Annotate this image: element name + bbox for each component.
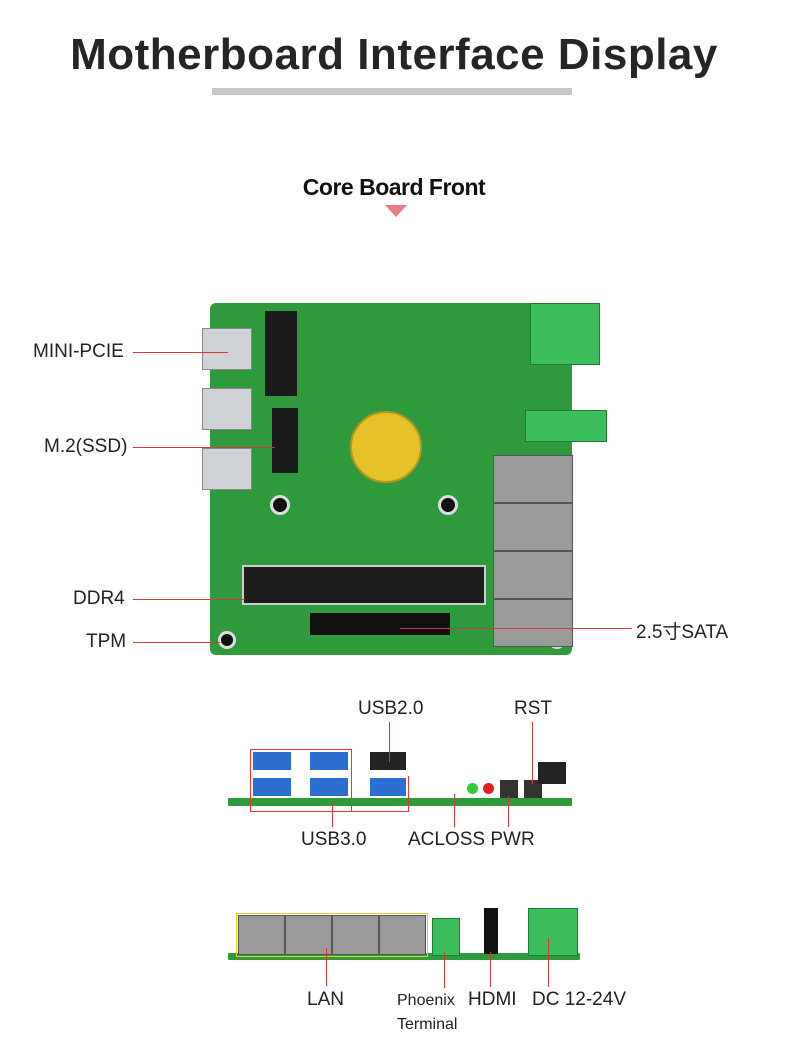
usb2-port	[370, 752, 406, 770]
motherboard-front-image	[202, 303, 573, 655]
down-arrow-icon	[385, 205, 407, 217]
io-side-view-1	[228, 798, 572, 806]
usb3-port	[253, 778, 291, 796]
usb3-port	[253, 752, 291, 770]
leader-line	[389, 722, 390, 762]
usb3-port	[370, 778, 406, 796]
sata-connector	[310, 613, 450, 635]
cmos-battery	[350, 411, 422, 483]
label-rst: RST	[514, 698, 552, 719]
leader-line	[508, 796, 509, 827]
mount-hole	[218, 631, 236, 649]
hdmi-port	[484, 908, 498, 954]
leader-line	[133, 447, 275, 448]
leader-line	[548, 938, 549, 987]
section-subtitle: Core Board Front	[302, 174, 486, 200]
rst-button	[524, 780, 542, 798]
label-tpm: TPM	[86, 631, 127, 652]
label-ddr4: DDR4	[73, 588, 125, 609]
leader-line	[490, 952, 491, 987]
m2-slot	[272, 408, 298, 473]
label-m2: M.2(SSD)	[44, 436, 128, 457]
leader-line	[332, 803, 333, 827]
lan-port	[493, 455, 573, 503]
leader-line	[400, 628, 632, 629]
usb3-port	[310, 778, 348, 796]
leader-line	[326, 948, 327, 986]
usb-port	[202, 448, 252, 490]
ddr4-slot	[242, 565, 486, 605]
mount-hole	[438, 495, 458, 515]
lan-port	[379, 915, 426, 955]
lan-port	[493, 551, 573, 599]
label-acloss-pwr: ACLOSS PWR	[408, 829, 535, 850]
red-led	[483, 783, 494, 794]
label-dc: DC 12-24V	[532, 989, 626, 1010]
lan-port	[285, 915, 332, 955]
lan-port	[493, 503, 573, 551]
leader-line	[444, 952, 445, 988]
label-usb2: USB2.0	[358, 698, 424, 719]
usb-port	[202, 388, 252, 430]
leader-line	[133, 642, 220, 643]
lan-highlight	[236, 913, 428, 957]
leader-line	[133, 599, 245, 600]
title-underline	[212, 88, 572, 95]
leader-line	[133, 352, 228, 353]
leader-line	[532, 722, 533, 784]
label-lan: LAN	[307, 989, 344, 1010]
label-mini-pcie: MINI-PCIE	[33, 341, 124, 362]
lan-port	[493, 599, 573, 647]
usb3-highlight	[250, 749, 352, 812]
label-phoenix-line1: Phoenix	[397, 992, 455, 1009]
pwr-button	[500, 780, 518, 798]
dc-terminal	[530, 303, 600, 365]
usb-port	[202, 328, 252, 370]
label-sata: 2.5寸SATA	[636, 622, 729, 643]
connector	[538, 762, 566, 784]
lan-port	[238, 915, 285, 955]
label-phoenix-line2: Terminal	[397, 1016, 458, 1033]
green-led	[467, 783, 478, 794]
phoenix-terminal	[525, 410, 607, 442]
label-usb3: USB3.0	[301, 829, 367, 850]
phoenix-terminal	[432, 918, 460, 956]
page-title: Motherboard Interface Display	[70, 30, 718, 79]
lan-port	[332, 915, 379, 955]
label-hdmi: HDMI	[468, 989, 517, 1010]
mini-pcie-slot	[265, 311, 297, 396]
usb3-port	[310, 752, 348, 770]
usb3-highlight	[250, 776, 409, 812]
leader-line	[454, 794, 455, 827]
dc-terminal	[528, 908, 578, 956]
mount-hole	[270, 495, 290, 515]
